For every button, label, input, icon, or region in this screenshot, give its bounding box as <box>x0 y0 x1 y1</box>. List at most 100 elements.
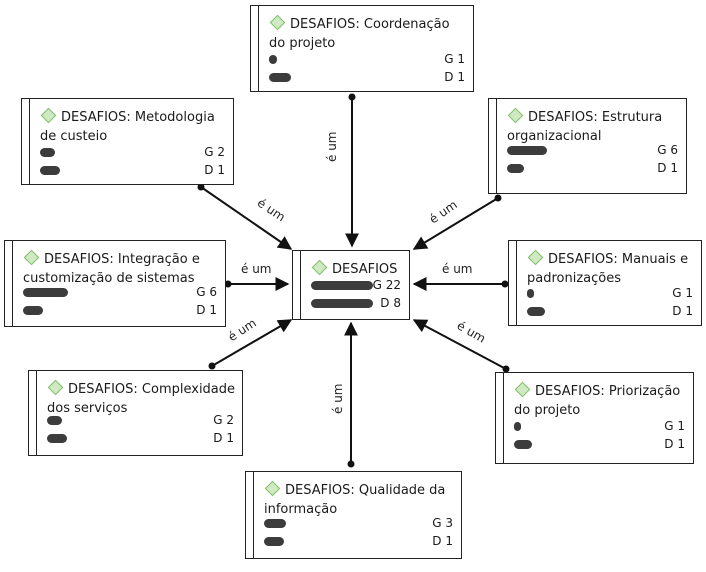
code-diamond-icon <box>311 259 328 276</box>
density-label: D 8 <box>380 296 401 310</box>
density-bar <box>23 306 43 315</box>
grounded-row: G 1 <box>269 52 465 67</box>
density-row: D 1 <box>23 303 217 318</box>
edge-estrutura-source-dot <box>494 194 502 202</box>
density-label: D 1 <box>432 534 453 548</box>
node-title-text: DESAFIOS: Qualidade da informação <box>264 483 446 517</box>
density-bar <box>40 166 60 175</box>
grounded-label: G 3 <box>432 516 453 530</box>
node-manuais[interactable]: DESAFIOS: Manuais e padronizações G 1 D … <box>508 240 702 326</box>
grounded-bar <box>40 148 55 157</box>
grounded-bar <box>47 416 62 425</box>
density-bar <box>514 440 532 449</box>
node-title-text: DESAFIOS: Priorização do projeto <box>514 384 681 418</box>
edge-label-integracao: é um <box>241 262 272 276</box>
code-diamond-icon <box>527 249 544 266</box>
node-desafios-center[interactable]: DESAFIOS G 22 D 8 <box>292 250 410 320</box>
grounded-bar <box>23 288 68 297</box>
code-diamond-icon <box>40 107 57 124</box>
node-title: DESAFIOS: Estrutura organizacional <box>507 107 680 146</box>
node-priorizacao[interactable]: DESAFIOS: Priorização do projeto G 1 D 1 <box>495 372 694 464</box>
node-title-text: DESAFIOS: Integração e customização de s… <box>23 252 200 286</box>
grounded-label: G 6 <box>657 143 678 157</box>
code-diamond-icon <box>264 480 281 497</box>
grounded-label: G 1 <box>664 419 685 433</box>
edge-label-coordenacao: é um <box>325 131 339 163</box>
node-title: DESAFIOS <box>311 259 403 279</box>
code-diamond-icon <box>514 381 531 398</box>
node-title: DESAFIOS: Manuais e padronizações <box>527 249 695 288</box>
node-coordenacao[interactable]: DESAFIOS: Coordenação do projeto G 1 D 1 <box>250 5 474 92</box>
density-row: D 1 <box>47 431 234 446</box>
grounded-row: G 22 <box>311 278 401 293</box>
node-complexidade[interactable]: DESAFIOS: Complexidade dos serviços G 2 … <box>28 370 243 456</box>
density-bar <box>311 299 373 308</box>
node-title-text: DESAFIOS: Estrutura organizacional <box>507 110 663 144</box>
edge-label-manuais: é um <box>442 262 473 276</box>
node-title: DESAFIOS: Complexidade dos serviços <box>47 379 236 418</box>
density-label: D 1 <box>657 161 678 175</box>
edge-estrutura <box>412 197 499 250</box>
grounded-row: G 6 <box>507 143 678 158</box>
density-row: D 1 <box>527 304 693 319</box>
grounded-bar <box>527 289 534 298</box>
grounded-row: G 1 <box>514 419 685 434</box>
edge-qualidade-source-dot <box>347 460 355 468</box>
edge-complexidade-source-dot <box>208 362 216 370</box>
node-title: DESAFIOS: Integração e customização de s… <box>23 249 219 288</box>
grounded-label: G 22 <box>372 278 401 292</box>
edge-complexidade <box>211 319 293 367</box>
density-label: D 1 <box>196 303 217 317</box>
node-qualidade[interactable]: DESAFIOS: Qualidade da informação G 3 D … <box>245 471 462 559</box>
grounded-label: G 1 <box>444 52 465 66</box>
density-row: D 1 <box>40 163 225 178</box>
node-title-text: DESAFIOS: Metodologia de custeio <box>40 110 215 144</box>
node-integracao[interactable]: DESAFIOS: Integração e customização de s… <box>4 240 226 327</box>
grounded-bar <box>514 422 521 431</box>
grounded-row: G 3 <box>264 516 453 531</box>
grounded-row: G 6 <box>23 285 217 300</box>
density-bar <box>507 164 524 173</box>
density-row: D 1 <box>264 534 453 549</box>
grounded-label: G 1 <box>672 286 693 300</box>
edge-metodologia <box>200 186 293 250</box>
edge-priorizacao <box>412 319 507 370</box>
density-label: D 1 <box>444 70 465 84</box>
grounded-label: G 2 <box>204 145 225 159</box>
density-row: D 8 <box>311 296 401 311</box>
code-diamond-icon <box>47 379 64 396</box>
grounded-bar <box>269 55 277 64</box>
edge-integracao-source-dot <box>224 280 232 288</box>
density-label: D 1 <box>204 163 225 177</box>
density-bar <box>269 73 291 82</box>
grounded-label: G 6 <box>196 285 217 299</box>
node-title: DESAFIOS: Priorização do projeto <box>514 381 687 420</box>
grounded-label: G 2 <box>213 413 234 427</box>
node-title-text: DESAFIOS <box>332 262 398 277</box>
grounded-bar <box>311 281 373 290</box>
density-bar <box>47 434 67 443</box>
density-row: D 1 <box>507 161 678 176</box>
node-title: DESAFIOS: Metodologia de custeio <box>40 107 227 146</box>
grounded-row: G 2 <box>40 145 225 160</box>
grounded-row: G 1 <box>527 286 693 301</box>
edge-metodologia-source-dot <box>197 183 205 191</box>
node-estrutura[interactable]: DESAFIOS: Estrutura organizacional G 6 D… <box>488 98 687 194</box>
edge-coordenacao-source-dot <box>348 93 356 101</box>
density-bar <box>264 537 284 546</box>
edge-manuais-source-dot <box>501 280 509 288</box>
density-row: D 1 <box>269 70 465 85</box>
grounded-row: G 2 <box>47 413 234 428</box>
density-row: D 1 <box>514 437 685 452</box>
node-metodologia[interactable]: DESAFIOS: Metodologia de custeio G 2 D 1 <box>21 98 234 185</box>
edge-label-qualidade: é um <box>331 383 345 415</box>
grounded-bar <box>264 519 286 528</box>
grounded-bar <box>507 146 547 155</box>
node-title: DESAFIOS: Coordenação do projeto <box>269 14 467 53</box>
density-label: D 1 <box>664 437 685 451</box>
density-label: D 1 <box>672 304 693 318</box>
node-title-text: DESAFIOS: Complexidade dos serviços <box>47 382 236 416</box>
code-diamond-icon <box>23 249 40 266</box>
density-label: D 1 <box>213 431 234 445</box>
